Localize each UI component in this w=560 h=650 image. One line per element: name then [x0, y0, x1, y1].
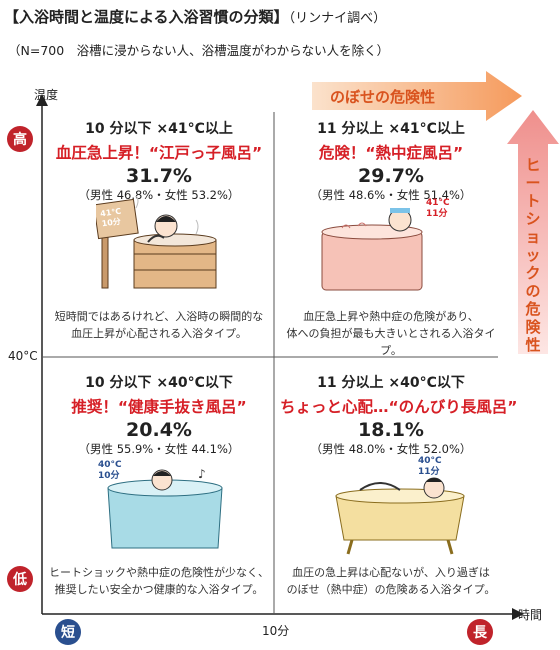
percentage: 29.7% [358, 165, 424, 187]
gender-split: （男性 48.0%・女性 52.0%） [310, 442, 472, 456]
quadrant-top-left: 10 分以下 ×41°C以上 血圧急上昇！“江戸っ子風呂” 31.7% （男性 … [48, 118, 270, 203]
description: 血圧急上昇や熱中症の危険があり、 体への負担が最も大きいとされる入浴タイプ。 [286, 310, 496, 357]
quadrant-bottom-left: 10 分以下 ×40°C以下 推奨！“健康手抜き風呂” 20.4% （男性 55… [48, 372, 270, 457]
chart-title: 【入浴時間と温度による入浴習慣の分類】（リンナイ調べ） [4, 6, 386, 27]
quadrant-bottom-right: 11 分以上 ×40°C以下 ちょっと心配…“のんびり長風呂” 18.1% （男… [280, 372, 518, 457]
description: 血圧の急上昇は心配ないが、入り過ぎは のぼせ（熱中症）の危険ある入浴タイプ。 [286, 566, 496, 596]
percentage: 18.1% [358, 419, 424, 441]
sign-temp: 40°C [418, 456, 442, 466]
percentage: 31.7% [126, 165, 192, 187]
long-bath-sign: 40°C 11分 [418, 456, 442, 478]
short-badge: 短 [55, 619, 81, 645]
gender-split: （男性 55.9%・女性 44.1%） [78, 442, 240, 456]
nobose-arrow [312, 71, 522, 121]
sign-temp: 41°C [426, 198, 450, 208]
gender-split: （男性 48.6%・女性 51.4%） [310, 188, 472, 202]
sign-time: 10分 [98, 471, 120, 481]
quadrant-top-right: 11 分以上 ×41°C以上 危険！“熱中症風呂” 29.7% （男性 48.6… [280, 118, 502, 203]
sign-time: 11分 [426, 209, 448, 219]
long-badge: 長 [467, 619, 493, 645]
heatstroke-sign: 41°C 11分 [426, 198, 450, 220]
gender-split: （男性 46.8%・女性 53.2%） [78, 188, 240, 202]
healthy-sign: 40°C 10分 [98, 460, 122, 482]
condition: 10 分以下 ×41°C以上 [85, 121, 233, 137]
heatstroke-bath-illustration [321, 208, 423, 291]
condition: 11 分以上 ×41°C以上 [317, 121, 465, 137]
heatshock-arrow-label: ヒートショックの危険性 [525, 156, 541, 354]
low-badge: 低 [7, 566, 33, 592]
description: ヒートショックや熱中症の危険性が少なく、 推奨したい安全かつ健康的な入浴タイプ。 [49, 566, 269, 596]
svg-text:♪: ♪ [198, 468, 206, 481]
x-axis-label: 時間 [518, 608, 543, 622]
y-mid-label: 40°C [8, 349, 38, 363]
subtitle: （N=700 浴槽に浸からない人、浴槽温度がわからない人を除く） [8, 43, 390, 58]
x-mid-label: 10分 [262, 624, 290, 638]
sign-temp: 40°C [98, 460, 122, 470]
percentage: 20.4% [126, 419, 192, 441]
healthy-bath-illustration: ♪ [107, 468, 223, 549]
edokko-sign: 41°C 10分 [100, 207, 124, 230]
y-axis-label: 温度 [34, 88, 59, 102]
source-text: （リンナイ調べ） [288, 11, 387, 26]
condition: 10 分以下 ×40°C以下 [85, 375, 233, 391]
bath-type-name: ちょっと心配…“のんびり長風呂” [280, 398, 518, 416]
sign-time: 11分 [418, 467, 440, 477]
bath-type-name: 推奨！“健康手抜き風呂” [71, 398, 247, 416]
bath-type-name: 血圧急上昇！“江戸っ子風呂” [55, 144, 263, 162]
edokko-bath-illustration [96, 196, 217, 289]
heatshock-arrow [507, 110, 559, 354]
bath-type-name: 危険！“熱中症風呂” [318, 144, 464, 162]
long-bath-illustration [335, 477, 465, 555]
nobose-arrow-label: のぼせの危険性 [330, 88, 436, 106]
condition: 11 分以上 ×40°C以下 [317, 375, 465, 391]
high-badge: 高 [7, 126, 33, 152]
description: 短時間ではあるけれど、入浴時の瞬間的な 血圧上昇が心配される入浴タイプ。 [54, 310, 264, 340]
title-text: 【入浴時間と温度による入浴習慣の分類】 [4, 8, 289, 26]
